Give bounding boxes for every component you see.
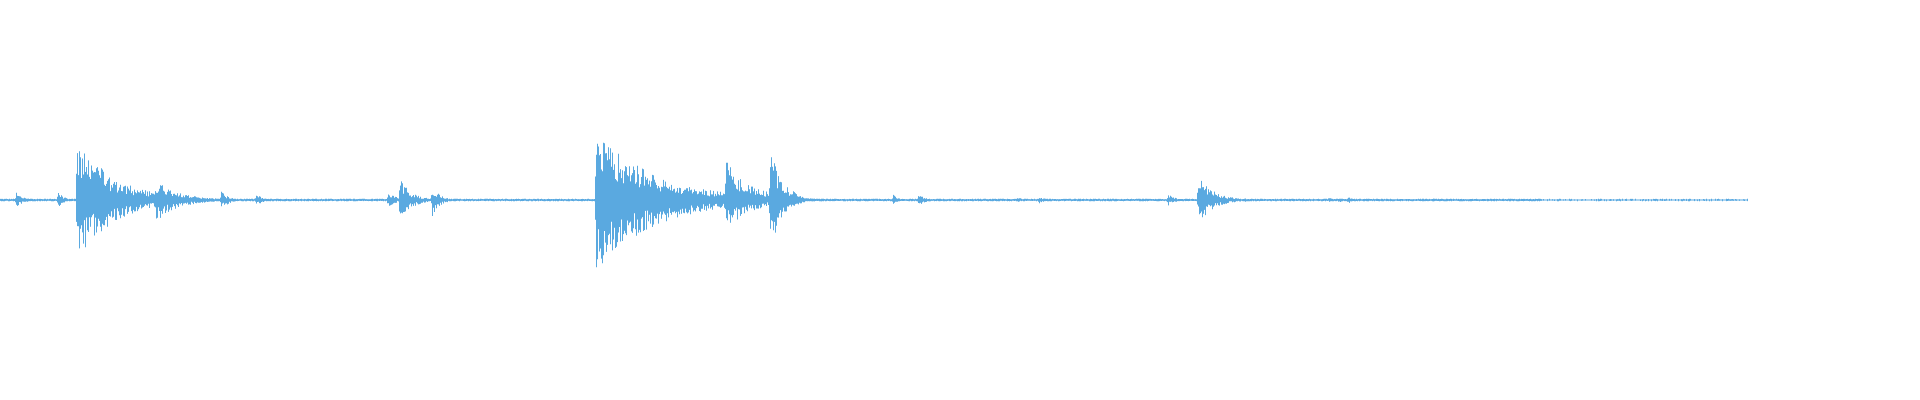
- waveform-signal: [0, 142, 1748, 268]
